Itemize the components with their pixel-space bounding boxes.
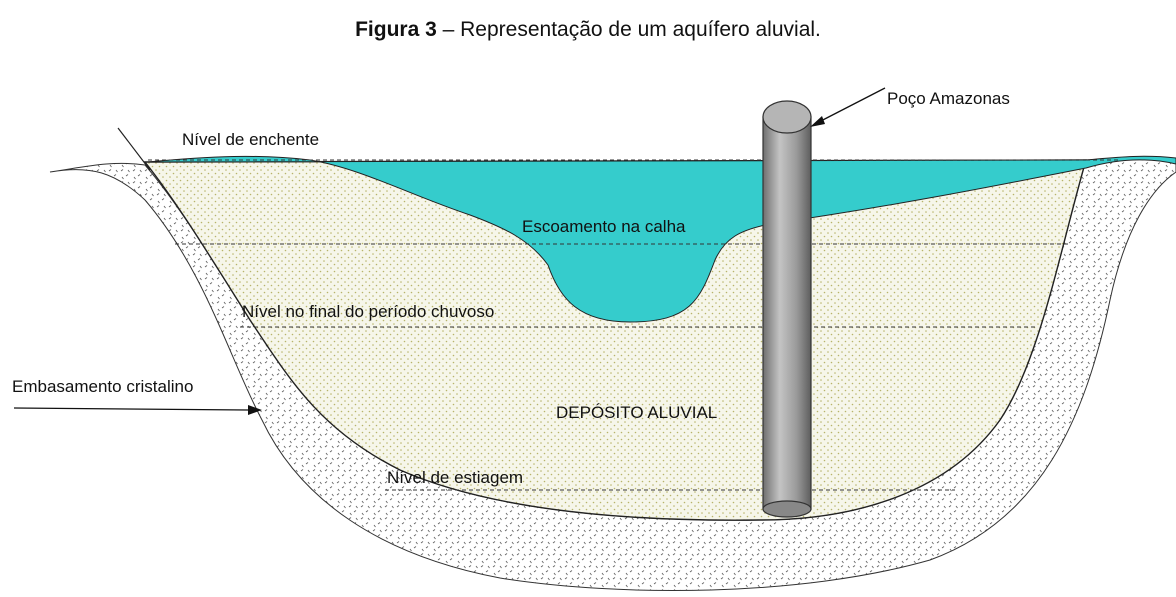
basement-arrow — [13, 405, 262, 415]
figure-caption-text: – Representação de um aquífero aluvial. — [436, 18, 821, 41]
flood-level-label: Nível de enchente — [182, 130, 319, 149]
figure-label: Figura 3 — [355, 18, 437, 41]
dry-level-label: Nível de estiagem — [387, 468, 523, 487]
crystalline-basement-label: Embasamento cristalino — [12, 377, 193, 396]
well-pipe — [762, 100, 812, 518]
alluvial-deposit-label: DEPÓSITO ALUVIAL — [556, 403, 717, 422]
left-bank-line — [117, 127, 151, 171]
rainy-level-label: Nível no final do período chuvoso — [242, 302, 494, 321]
well-arrow — [810, 87, 886, 127]
well-label: Poço Amazonas — [887, 89, 1010, 108]
channel-flow-label: Escoamento na calha — [522, 217, 686, 236]
figure-caption: Figura 3 – Representação de um aquífero … — [0, 18, 1176, 42]
flood-water — [147, 155, 1176, 323]
alluvial-deposit — [143, 159, 1087, 521]
